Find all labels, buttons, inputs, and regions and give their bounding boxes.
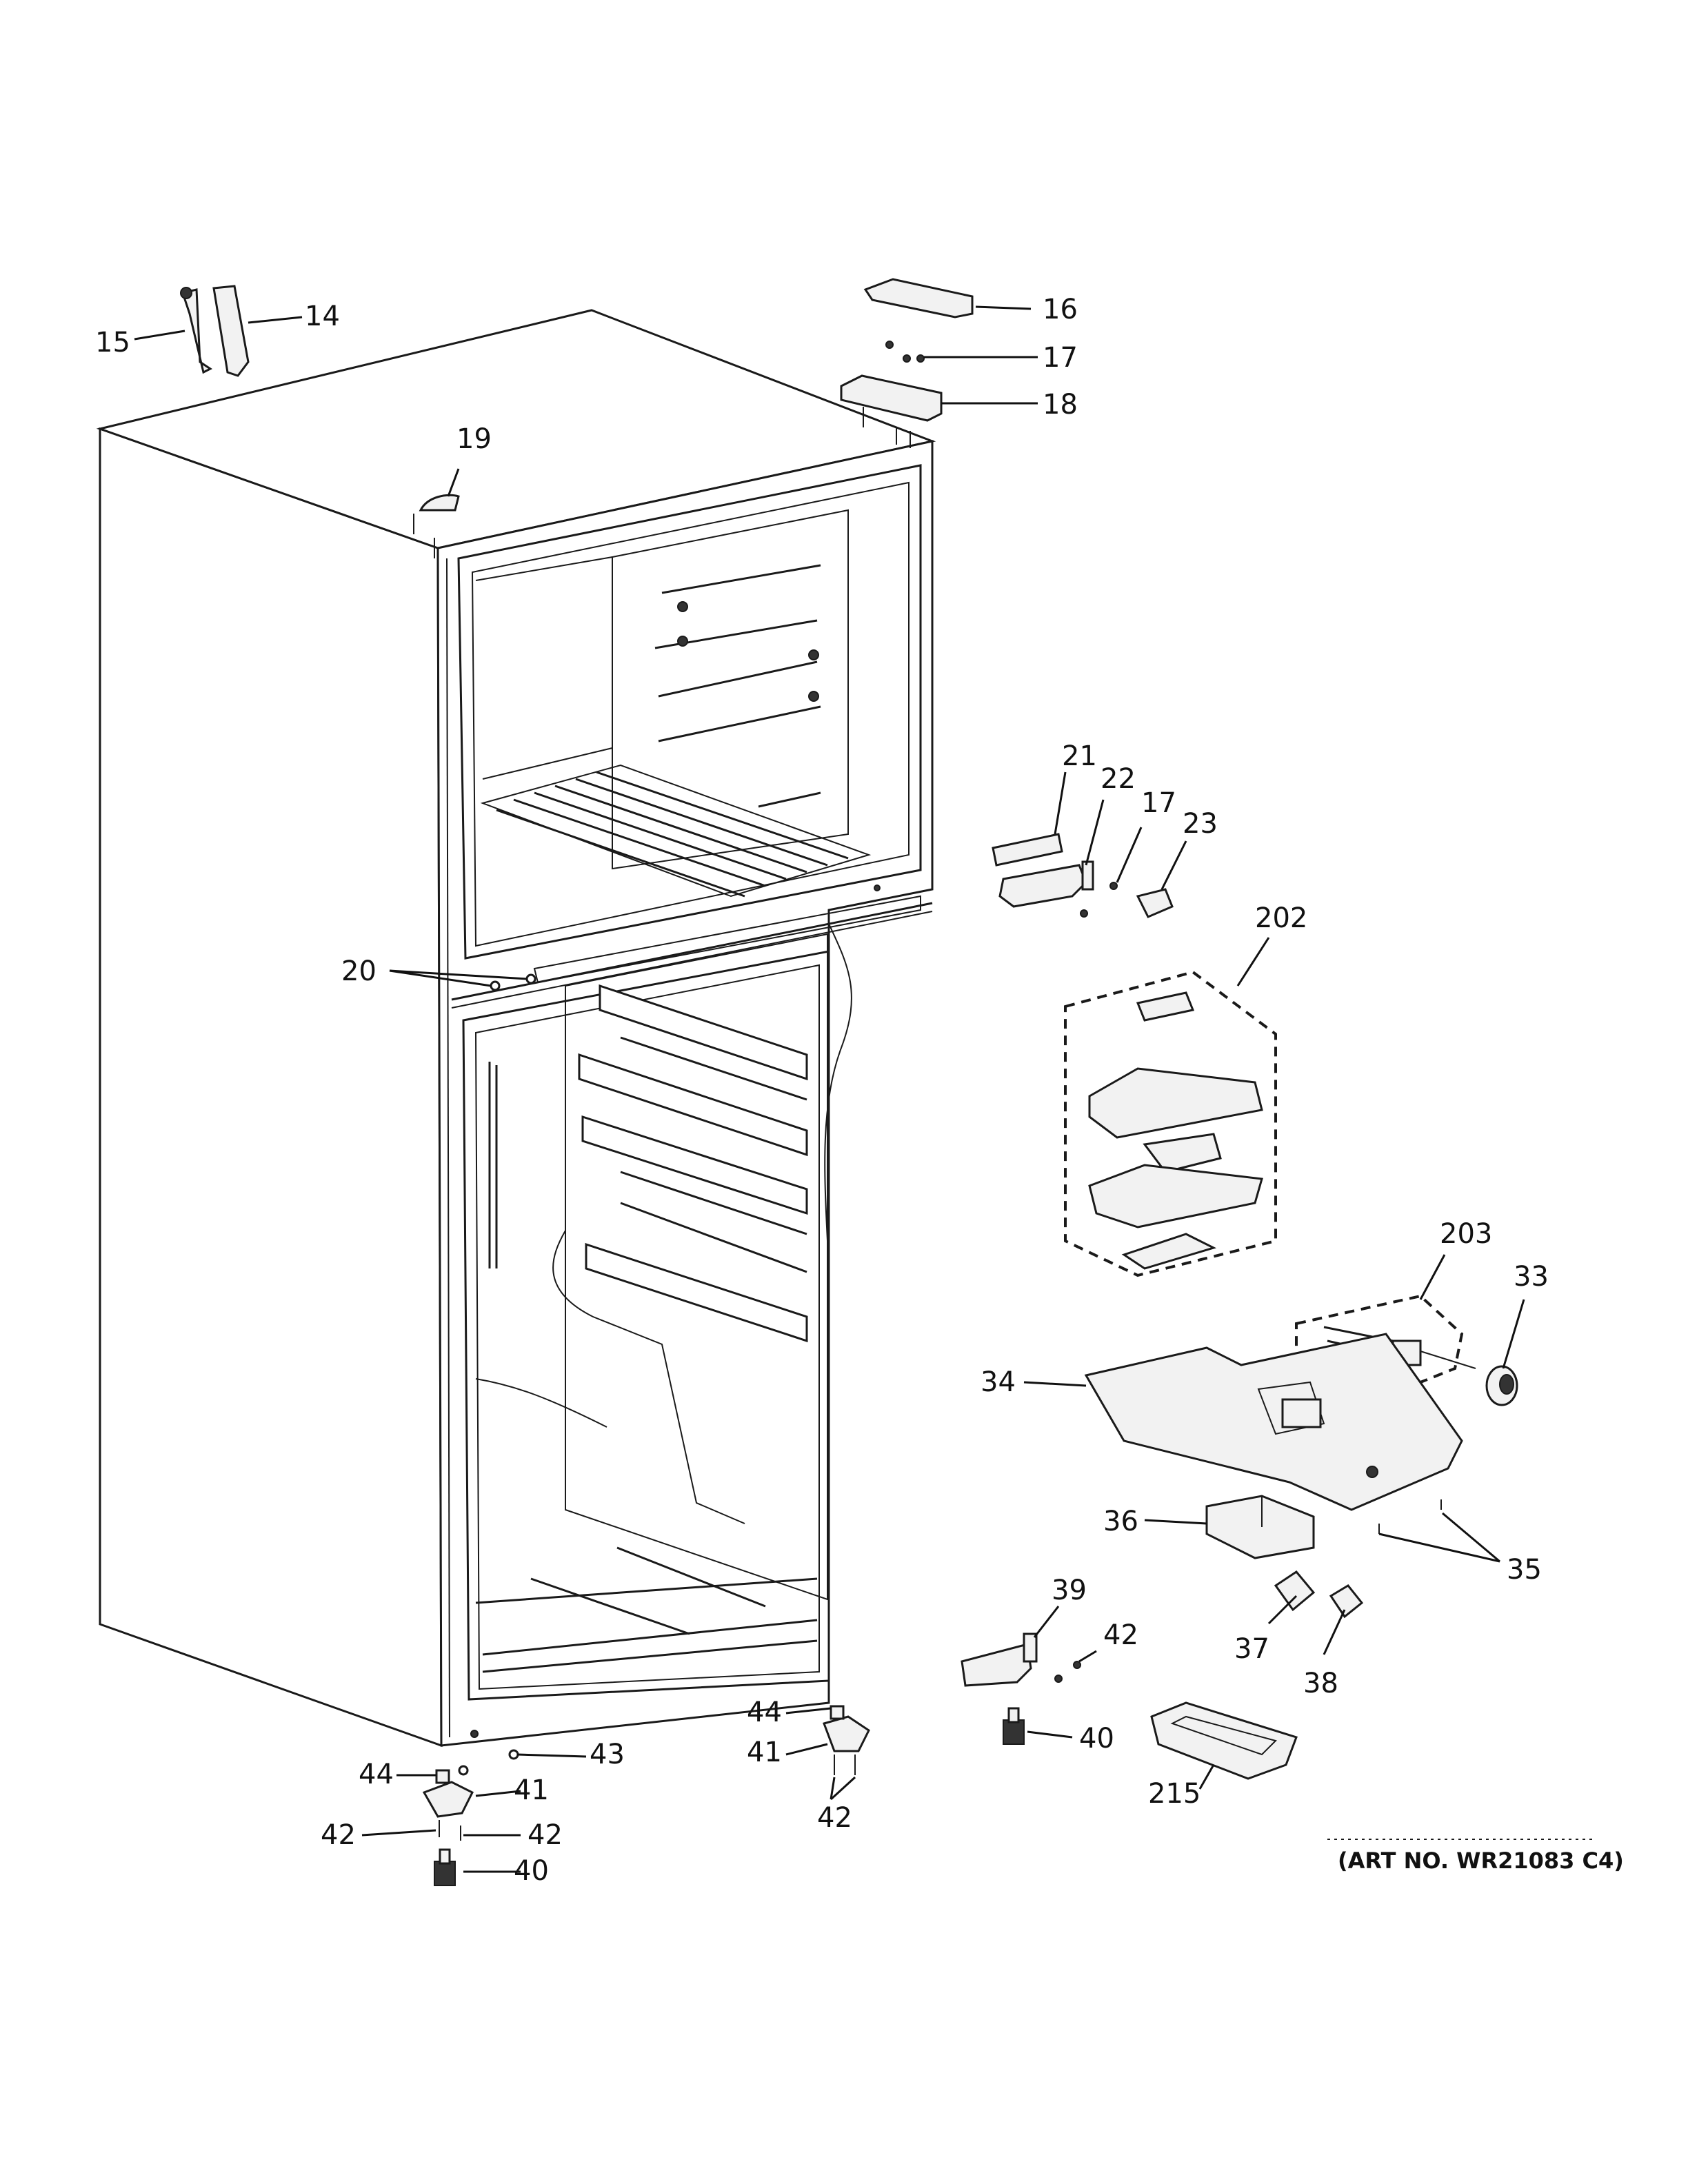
ice-bin-assembly-202 — [1064, 970, 1277, 1277]
callout-39: 39 — [1052, 1575, 1087, 1606]
callout-42-right-bottom: 42 — [817, 1802, 852, 1834]
callout-15: 15 — [95, 327, 130, 358]
refrigerator-cabinet — [96, 309, 936, 1748]
screw-20b — [525, 973, 536, 984]
callout-43: 43 — [590, 1739, 625, 1770]
bottom-hinge-39 — [961, 1632, 1081, 1687]
callout-42-left-b: 42 — [528, 1819, 563, 1851]
art-number: (ART NO. WR21083 C4) — [1338, 1848, 1624, 1874]
callout-23: 23 — [1183, 808, 1218, 840]
callout-202: 202 — [1255, 902, 1307, 934]
callout-42-left: 42 — [321, 1819, 356, 1851]
part-37-38 — [1274, 1570, 1364, 1619]
callout-22: 22 — [1101, 763, 1136, 795]
callout-21: 21 — [1062, 740, 1097, 772]
screw-20a — [490, 980, 501, 991]
roller-bracket-left — [422, 1749, 519, 1841]
callout-40-right: 40 — [1079, 1723, 1114, 1755]
callout-44-left: 44 — [359, 1759, 394, 1790]
callout-41-left: 41 — [514, 1775, 549, 1806]
callout-leaders — [134, 305, 1525, 1873]
icemaker-housing-34 — [1084, 1333, 1463, 1511]
callout-17-center: 17 — [1141, 787, 1176, 819]
callout-37: 37 — [1234, 1633, 1269, 1665]
callout-203: 203 — [1440, 1218, 1492, 1250]
callout-34: 34 — [981, 1366, 1016, 1398]
callout-35: 35 — [1507, 1554, 1542, 1586]
control-box-36 — [1205, 1495, 1315, 1559]
callout-38: 38 — [1303, 1668, 1338, 1699]
leveling-leg-40-left — [434, 1848, 456, 1886]
callout-labels: 14 15 16 17 18 19 20 21 22 17 23 202 203… — [95, 294, 1624, 1887]
callout-14: 14 — [305, 301, 340, 332]
knob-33 — [1485, 1365, 1518, 1406]
callout-19: 19 — [456, 423, 492, 455]
callout-215: 215 — [1148, 1778, 1200, 1810]
callout-33: 33 — [1514, 1261, 1549, 1293]
top-right-hinge-parts — [840, 278, 974, 448]
top-hinge-cover — [413, 494, 460, 558]
callout-41-right: 41 — [747, 1737, 782, 1768]
callout-40-left: 40 — [514, 1855, 549, 1887]
top-left-hinge-parts — [180, 285, 250, 377]
tray-215 — [1150, 1701, 1298, 1780]
roller-bracket-right — [823, 1705, 870, 1775]
leveling-leg-40-right — [1003, 1707, 1025, 1745]
callout-44-right: 44 — [747, 1697, 782, 1728]
callout-16: 16 — [1043, 294, 1078, 325]
callout-18: 18 — [1043, 389, 1078, 421]
callout-42-right: 42 — [1103, 1619, 1138, 1651]
callout-36: 36 — [1103, 1506, 1138, 1537]
fresh-food-shelf-ribs — [578, 984, 808, 1343]
callout-17-top: 17 — [1043, 342, 1078, 374]
callout-20: 20 — [341, 956, 376, 987]
center-hinge-parts — [992, 833, 1174, 918]
